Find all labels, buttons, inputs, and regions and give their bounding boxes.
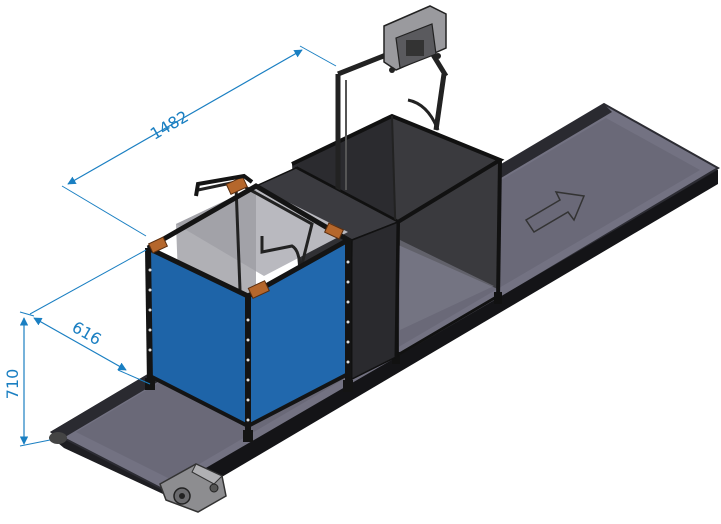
corner-block [247, 280, 270, 299]
corner-block [147, 236, 169, 254]
belt-roller-end [49, 432, 67, 444]
dimension-width: 616 [29, 249, 151, 385]
dimension-height-label: 710 [3, 369, 22, 400]
front-blue-cabinet [145, 173, 354, 442]
dimension-height: 710 [3, 311, 51, 447]
drive-motor [159, 463, 227, 513]
corner-block [323, 222, 345, 240]
camera-icon [383, 5, 447, 73]
dimension-width-label: 616 [69, 317, 105, 349]
dimension-length-label: 1482 [147, 107, 192, 144]
arrow-right-outline-icon [524, 191, 586, 234]
belt-front-rail [168, 170, 718, 504]
